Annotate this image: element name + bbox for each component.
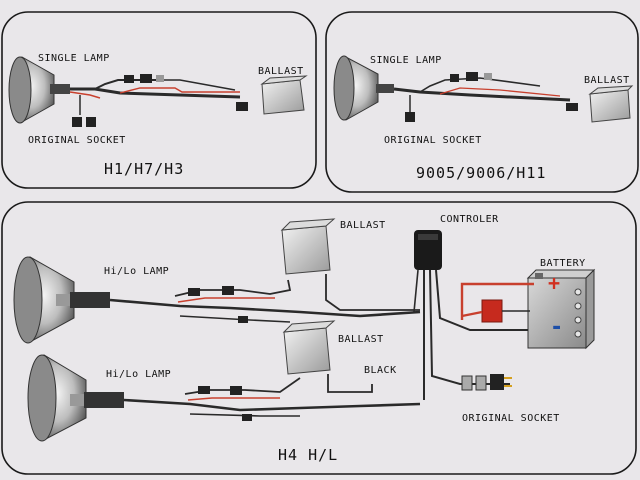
h9005-original-socket-label: ORIGINAL SOCKET xyxy=(384,135,482,146)
h4-lamp-top xyxy=(13,256,110,344)
h9005-single-lamp-label: SINGLE LAMP xyxy=(370,55,442,66)
h9005-ballast-label: BALLAST xyxy=(584,75,630,86)
h4-ballast-top-label: BALLAST xyxy=(340,220,386,231)
panel-9005-wiring xyxy=(393,72,578,122)
h9005-panel-title: 9005/9006/H11 xyxy=(416,164,547,182)
h4-ballast-bottom xyxy=(282,320,336,375)
panel-h1-ballast xyxy=(260,75,308,115)
h1-panel-title: H1/H7/H3 xyxy=(104,160,185,178)
h4-black-label: BLACK xyxy=(364,365,397,376)
h4-relay xyxy=(481,299,503,323)
h1-single-lamp-label: SINGLE LAMP xyxy=(38,53,110,64)
h4-battery-label: BATTERY xyxy=(540,258,586,269)
panel-h1-wiring xyxy=(69,74,248,127)
h1-ballast-label: BALLAST xyxy=(258,66,304,77)
panel-9005-border xyxy=(325,11,639,193)
panel-h1-lamp xyxy=(8,56,70,124)
h4-ballast-bottom-label: BALLAST xyxy=(338,334,384,345)
panel-9005-ballast xyxy=(588,85,634,123)
h4-controler-label: CONTROLER xyxy=(440,214,499,225)
h4-original-socket-label: ORIGINAL SOCKET xyxy=(462,413,560,424)
h4-panel-title: H4 H/L xyxy=(278,446,339,464)
h4-hilo-lamp-top-label: Hi/Lo LAMP xyxy=(104,266,170,277)
battery-plus-icon: + xyxy=(548,271,561,295)
h4-ballast-top xyxy=(280,218,336,275)
h4-battery xyxy=(526,268,596,350)
panel-9005-lamp xyxy=(333,55,394,121)
h4-hilo-lamp-bottom-label: Hi/Lo LAMP xyxy=(106,369,172,380)
h4-controller xyxy=(414,230,442,270)
h4-wiring xyxy=(109,269,534,421)
panel-h4-border xyxy=(1,201,637,475)
h1-original-socket-label: ORIGINAL SOCKET xyxy=(28,135,126,146)
panel-h1-border xyxy=(1,11,317,189)
h4-lamp-bottom xyxy=(27,354,124,442)
battery-minus-icon: - xyxy=(550,315,564,340)
